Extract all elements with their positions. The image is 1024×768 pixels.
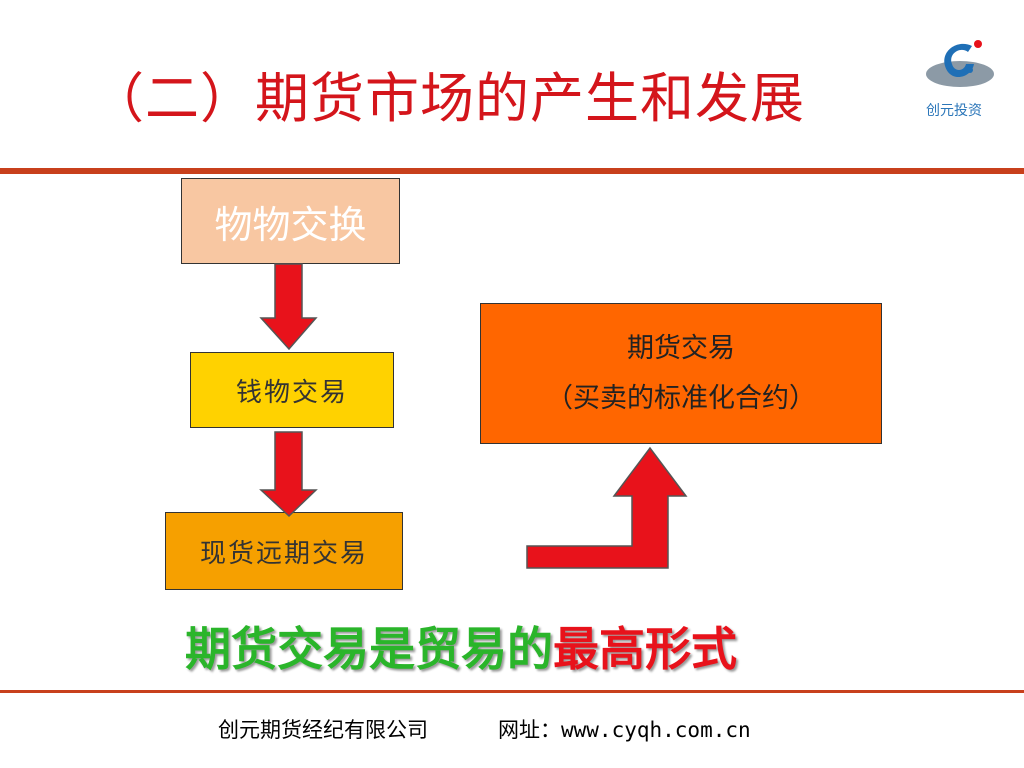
barter-label: 物物交换 (214, 202, 367, 247)
futures-sublabel: （买卖的标准化合约） (546, 382, 816, 414)
spot-forward-box: 现货远期交易 (165, 512, 403, 590)
footer-divider (0, 690, 1024, 693)
money-goods-label: 钱物交易 (235, 377, 348, 408)
down-arrow-2-icon (259, 431, 318, 518)
down-arrow-1-icon (259, 263, 318, 351)
conclusion-part2: 最高形式 (553, 622, 737, 676)
money-goods-box: 钱物交易 (190, 352, 394, 428)
conclusion-text: 期货交易是贸易的最高形式 (185, 613, 885, 679)
conclusion-part1: 期货交易是贸易的 (185, 622, 553, 676)
header-divider (0, 168, 1024, 174)
futures-box: 期货交易 （买卖的标准化合约） (480, 303, 882, 444)
spot-forward-label: 现货远期交易 (199, 538, 368, 569)
footer-website: 网址：www.cyqh.com.cn (498, 718, 751, 742)
slide-title: （二）期货市场的产生和发展 (90, 67, 805, 130)
barter-box: 物物交换 (181, 178, 400, 264)
footer: 创元期货经纪有限公司 网址：www.cyqh.com.cn (218, 714, 818, 744)
logo-text: 创元投资 (926, 103, 982, 119)
company-logo-icon (926, 40, 994, 87)
up-turn-arrow-icon (526, 446, 688, 569)
futures-label: 期货交易 (627, 332, 735, 364)
footer-company: 创元期货经纪有限公司 (218, 718, 428, 742)
